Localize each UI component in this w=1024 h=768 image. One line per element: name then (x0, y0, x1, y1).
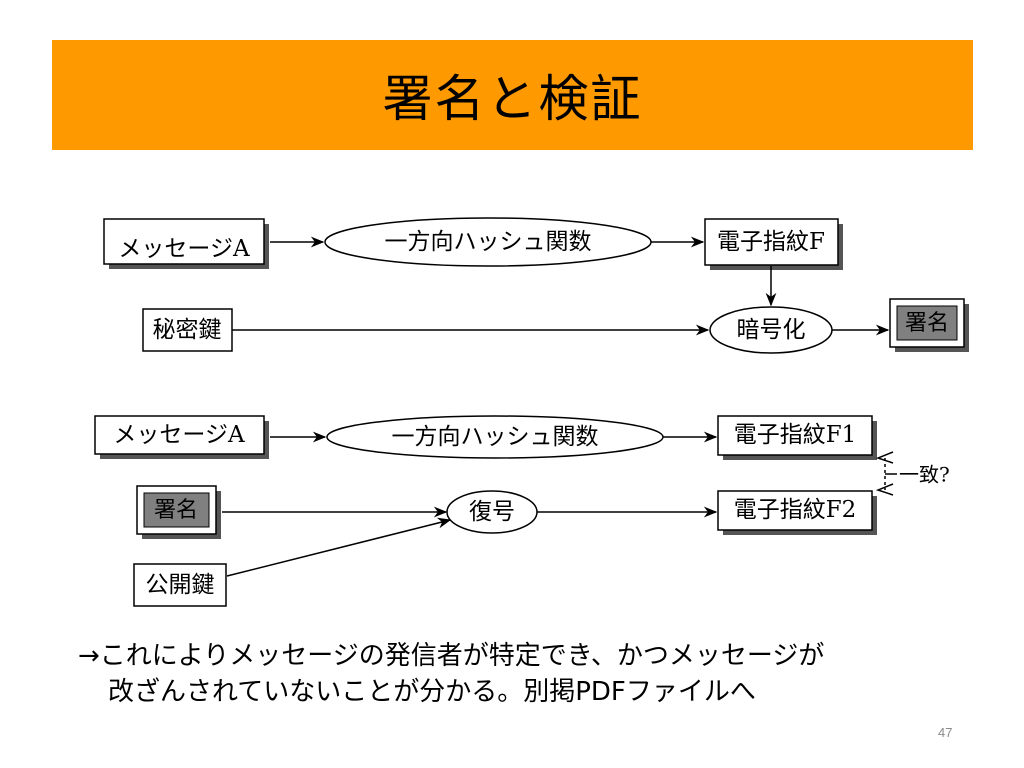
page-number: 47 (938, 725, 953, 740)
decrypt-label: 復号 (469, 499, 515, 525)
sign-message-label: メッセージA (118, 236, 250, 262)
signing-section: メッセージA 一方向ハッシュ関数 電子指紋F 秘密鍵 暗号化 署名 (103, 217, 969, 354)
private-key-label: 秘密鍵 (153, 317, 222, 343)
slide-title: 署名と検証 (382, 70, 643, 128)
decrypt-ellipse: 復号 (446, 490, 538, 534)
caption: →これによりメッセージの発信者が特定でき、かつメッセージが 改ざんされていないこ… (78, 638, 978, 710)
encrypt-ellipse: 暗号化 (709, 306, 833, 354)
sign-output-label: 署名 (905, 311, 949, 336)
encrypt-label: 暗号化 (737, 317, 806, 343)
verify-hash-label: 一方向ハッシュ関数 (392, 424, 599, 450)
verify-hash-ellipse: 一方向ハッシュ関数 (326, 415, 664, 459)
public-key-label: 公開鍵 (146, 572, 215, 598)
title-bar: 署名と検証 (52, 40, 973, 150)
verify-message-box: メッセージA (94, 415, 269, 459)
sign-output-box: 署名 (889, 298, 969, 352)
verification-section: メッセージA 一方向ハッシュ関数 電子指紋F1 署名 復号 電子 (94, 415, 950, 607)
verify-digest-f1-label: 電子指紋F1 (734, 422, 857, 448)
caption-line-2: 改ざんされていないことが分かる。別掲PDFファイルへ (108, 677, 756, 707)
signature-diagram: メッセージA 一方向ハッシュ関数 電子指紋F 秘密鍵 暗号化 署名 (94, 217, 969, 607)
arrow-publickey-to-decrypt (226, 517, 452, 577)
verify-digest-f2-label: 電子指紋F2 (734, 497, 857, 523)
verify-signature-label: 署名 (154, 498, 198, 523)
private-key-box: 秘密鍵 (142, 308, 233, 352)
sign-digest-box: 電子指紋F (704, 218, 843, 270)
match-label: 一致? (899, 463, 950, 487)
caption-line-1: →これによりメッセージの発信者が特定でき、かつメッセージが (78, 641, 825, 671)
sign-hash-label: 一方向ハッシュ関数 (385, 229, 592, 255)
public-key-box: 公開鍵 (133, 563, 227, 607)
verify-digest-f2-box: 電子指紋F2 (717, 490, 877, 535)
sign-digest-label: 電子指紋F (717, 229, 825, 255)
comparison-bracket: 一致? (875, 451, 950, 496)
verify-signature-box: 署名 (136, 485, 221, 539)
sign-hash-ellipse: 一方向ハッシュ関数 (324, 217, 652, 267)
verify-message-label: メッセージA (113, 422, 245, 448)
verify-digest-f1-box: 電子指紋F1 (717, 415, 877, 460)
sign-message-box: メッセージA (103, 218, 269, 269)
